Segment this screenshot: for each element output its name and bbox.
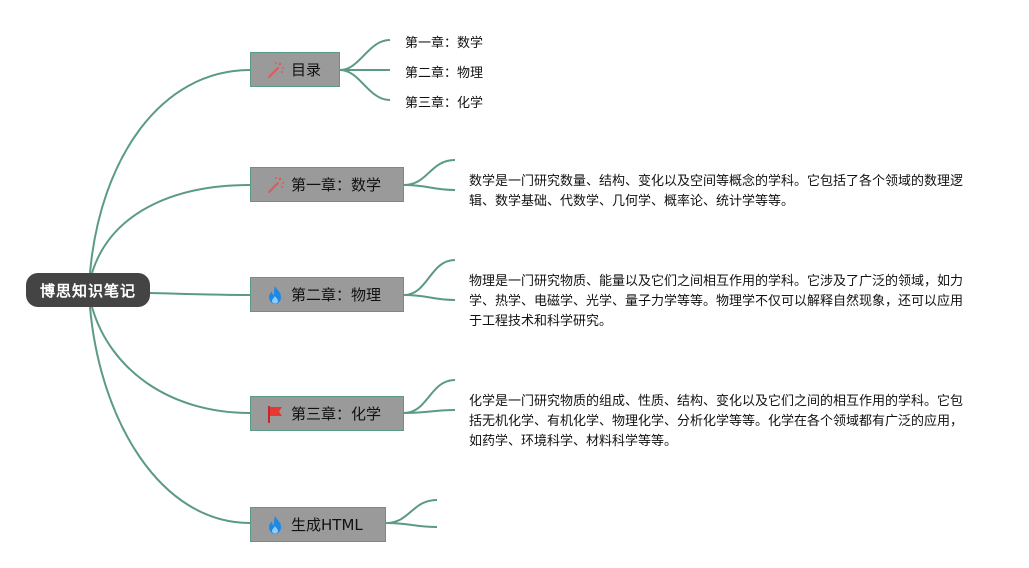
math-description: 数学是一门研究数量、结构、变化以及空间等概念的学科。它包括了各个领域的数理逻辑、… — [469, 174, 964, 209]
branch-toc[interactable]: 目录 — [250, 52, 340, 87]
magic-wand-icon — [265, 60, 285, 80]
branch-chapter-math[interactable]: 第一章：数学 — [250, 167, 404, 202]
branch-chapter-physics[interactable]: 第二章：物理 — [250, 277, 404, 312]
flag-icon — [265, 404, 285, 424]
branch-label: 第二章：物理 — [291, 286, 382, 304]
link-central-ch3 — [91, 306, 251, 414]
branch-label: 目录 — [291, 61, 322, 79]
flame-icon — [265, 285, 285, 305]
link-central-toc — [89, 69, 251, 274]
toc-item-3[interactable]: 第三章：化学 — [405, 96, 484, 111]
link-central-ch2 — [149, 292, 251, 296]
link-toc-3 — [339, 69, 391, 101]
physics-description: 物理是一门研究物质、能量以及它们之间相互作用的学科。它涉及了广泛的领域，如力学、… — [469, 274, 964, 329]
chemistry-description: 化学是一门研究物质的组成、性质、结构、变化以及它们之间的相互作用的学科。它包括无… — [469, 394, 964, 449]
central-topic-label: 博思知识笔记 — [39, 281, 136, 300]
link-central-ch1 — [91, 184, 251, 274]
toc-item-1[interactable]: 第一章：数学 — [405, 36, 484, 51]
link-toc-1 — [339, 39, 391, 71]
link-central-html — [89, 306, 251, 524]
branch-label: 生成HTML — [291, 516, 363, 534]
branch-chapter-chemistry[interactable]: 第三章：化学 — [250, 396, 404, 431]
flame-icon — [265, 515, 285, 535]
toc-item-2[interactable]: 第二章：物理 — [405, 66, 484, 81]
branch-generate-html[interactable]: 生成HTML — [250, 507, 386, 542]
magic-wand-icon — [265, 175, 285, 195]
branch-label: 第三章：化学 — [291, 405, 382, 423]
branch-label: 第一章：数学 — [291, 176, 382, 194]
central-topic[interactable]: 博思知识笔记 — [26, 273, 150, 307]
